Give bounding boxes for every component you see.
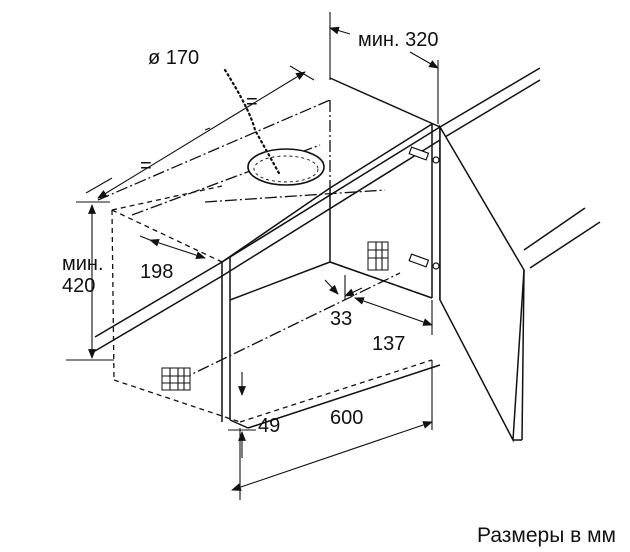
cabinet-door [439, 124, 525, 443]
hinge-bottom [408, 253, 440, 270]
dim-198 [139, 235, 206, 259]
mounting-bracket-right [367, 241, 389, 271]
dim-137 [354, 297, 433, 335]
label-equal-left: = [140, 155, 152, 177]
hinge-top [408, 146, 440, 164]
label-diameter: ø 170 [148, 47, 199, 69]
hood-outline [111, 185, 433, 423]
label-min: мин. [62, 253, 104, 275]
label-equal-right: = [246, 91, 258, 113]
mounting-bracket-left [161, 367, 191, 391]
label-33: 33 [330, 308, 352, 330]
dim-min-320 [329, 12, 439, 124]
dim-equal-marks [85, 65, 315, 199]
label-198: 198 [140, 261, 173, 283]
duct-opening [247, 148, 325, 186]
label-420: 420 [62, 275, 95, 297]
dim-min-420 [66, 201, 114, 361]
label-min-320: мин. 320 [358, 29, 438, 51]
dim-33 [324, 275, 363, 300]
center-lines [97, 99, 401, 381]
label-137: 137 [372, 333, 405, 355]
units-caption: Размеры в мм [477, 524, 616, 547]
label-600: 600 [330, 407, 363, 429]
label-49: 49 [258, 415, 280, 437]
dim-49 [228, 372, 256, 458]
